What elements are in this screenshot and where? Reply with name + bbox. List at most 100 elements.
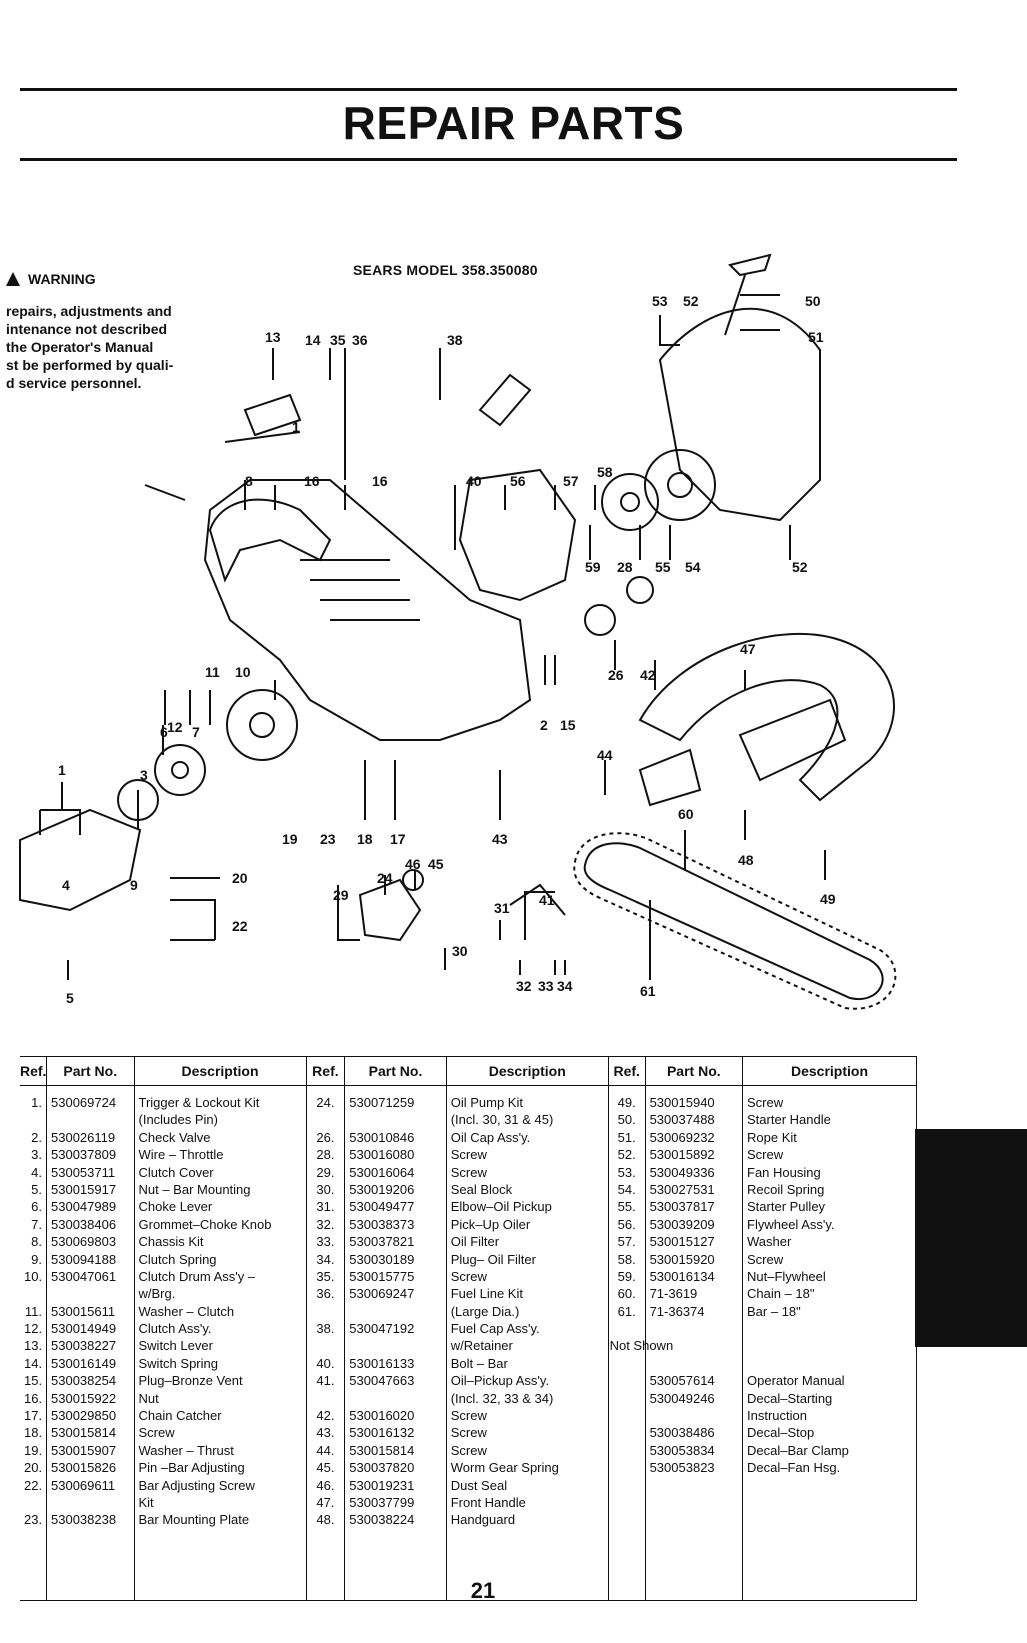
table-cell: Plug–Bronze Vent: [138, 1373, 243, 1389]
callout-label: 1: [58, 762, 66, 778]
callout-label: 2: [540, 717, 548, 733]
table-cell: [307, 1337, 345, 1354]
table-cell: Screw: [138, 1425, 175, 1441]
handguard-shape: [638, 748, 702, 807]
callout-label: 45: [428, 856, 444, 872]
callout-label: 34: [557, 978, 573, 994]
header-description: Description: [446, 1057, 609, 1086]
header-description: Description: [743, 1057, 917, 1086]
table-cell: Decal–Bar Clamp: [747, 1442, 849, 1458]
table-cell: 11.: [24, 1303, 42, 1319]
table-cell: 61.: [617, 1303, 636, 1319]
table-cell: 34.: [316, 1251, 335, 1267]
table-cell: 49.: [617, 1095, 636, 1110]
ref-column: 49.50.51.52.53.54.55.56.57.58.59.60.61.: [609, 1086, 646, 1600]
table-cell: 530069611: [51, 1477, 116, 1493]
callout-label: 58: [597, 464, 613, 480]
table-cell: 15.: [24, 1373, 43, 1389]
table-cell: 530016080: [349, 1147, 415, 1163]
callout-label: 52: [683, 293, 699, 309]
table-cell: Operator Manual: [747, 1373, 845, 1389]
warning-line: repairs, adjustments and: [6, 303, 172, 319]
table-cell: 530038224: [349, 1512, 415, 1528]
table-cell: Elbow–Oil Pickup: [450, 1199, 552, 1215]
chassis-shape: [203, 479, 532, 741]
table-cell: 530049246: [649, 1390, 715, 1406]
parts-table-header: Ref. Part No. Description Ref. Part No. …: [20, 1057, 917, 1086]
table-cell: (Large Dia.): [450, 1303, 520, 1319]
table-cell: 18.: [24, 1425, 43, 1441]
callout-label: 30: [452, 943, 468, 959]
warning-line: intenance not described: [6, 321, 168, 337]
table-cell: 530015127: [649, 1234, 715, 1250]
callout-label: 11: [205, 664, 220, 680]
table-cell: Clutch Cover: [138, 1164, 214, 1180]
table-cell: 19.: [24, 1442, 43, 1458]
table-cell: Fan Housing: [747, 1164, 821, 1180]
callout-label: 52: [792, 559, 808, 575]
clutch-assembly-shape: [154, 744, 206, 796]
clutch-drum-shape: [226, 689, 298, 761]
table-cell: 12.: [24, 1321, 43, 1337]
table-cell: 31.: [316, 1199, 335, 1215]
crankcase-shape: [458, 468, 577, 602]
table-cell: 8.: [31, 1234, 42, 1250]
table-cell: Rope Kit: [747, 1129, 797, 1145]
callout-label: 53: [652, 293, 668, 309]
table-cell: Screw: [450, 1147, 487, 1163]
table-cell: 55.: [617, 1199, 636, 1215]
callout-label: 16: [304, 473, 320, 489]
callout-label: 9: [130, 877, 138, 893]
diagram-callouts: 1 3 4 5 6 7 8 9 10 11 12 13 14 35 36 16 …: [58, 293, 836, 1006]
table-cell: 59.: [617, 1268, 636, 1284]
table-cell: 530069803: [51, 1234, 117, 1250]
table-cell: [307, 1303, 345, 1320]
table-cell: (Incl. 30, 31 & 45): [450, 1112, 554, 1128]
table-cell: Switch Spring: [138, 1355, 218, 1371]
choke-lever-shape: [144, 484, 186, 501]
table-cell: Screw: [450, 1268, 487, 1284]
table-cell: Handguard: [450, 1512, 516, 1528]
ref-column: 24.26.28.29.30.31.32.33.34.35.36.38.40.4…: [307, 1086, 346, 1600]
table-cell: 530037821: [349, 1234, 415, 1250]
table-cell: 13.: [24, 1338, 43, 1354]
table-cell: 530015907: [51, 1442, 117, 1458]
table-cell: 14.: [24, 1355, 43, 1371]
title-rule-top: [20, 88, 957, 91]
table-cell: 3.: [31, 1147, 42, 1163]
table-cell: 530030189: [349, 1251, 415, 1267]
table-cell: 17.: [24, 1408, 43, 1424]
table-cell: 35.: [316, 1268, 335, 1284]
table-cell: 38.: [316, 1321, 335, 1337]
table-cell: Grommet–Choke Knob: [138, 1216, 272, 1232]
table-cell: 36.: [316, 1286, 335, 1302]
callout-label: 61: [640, 983, 656, 999]
table-cell: 530015940: [649, 1095, 715, 1110]
warning-box: WARNING repairs, adjustments and intenan…: [6, 270, 216, 392]
table-cell: 530015892: [649, 1147, 715, 1163]
table-cell: 530038373: [349, 1216, 415, 1232]
header-description: Description: [134, 1057, 307, 1086]
warning-line: st be performed by quali-: [6, 357, 174, 373]
callout-label: 17: [390, 831, 406, 847]
oil-pickup-shape: [509, 883, 566, 916]
table-cell: 530038254: [51, 1373, 117, 1389]
throttle-shape: [224, 431, 301, 443]
table-cell: Instruction: [747, 1408, 807, 1424]
parts-table: Ref. Part No. Description Ref. Part No. …: [20, 1056, 917, 1601]
table-cell: 530037799: [349, 1494, 415, 1510]
table-cell: 530015814: [51, 1425, 117, 1441]
table-cell: 71-3619: [649, 1286, 698, 1302]
table-cell: 530037488: [649, 1112, 715, 1128]
model-label: SEARS MODEL 358.350080: [353, 262, 538, 278]
table-cell: [646, 1407, 742, 1424]
table-cell: 530038486: [649, 1425, 715, 1441]
table-cell: 530015611: [51, 1303, 116, 1319]
table-cell: [20, 1285, 46, 1302]
callout-label: 43: [492, 831, 508, 847]
table-cell: Oil Cap Ass'y.: [450, 1129, 531, 1145]
table-cell: 40.: [316, 1355, 335, 1371]
